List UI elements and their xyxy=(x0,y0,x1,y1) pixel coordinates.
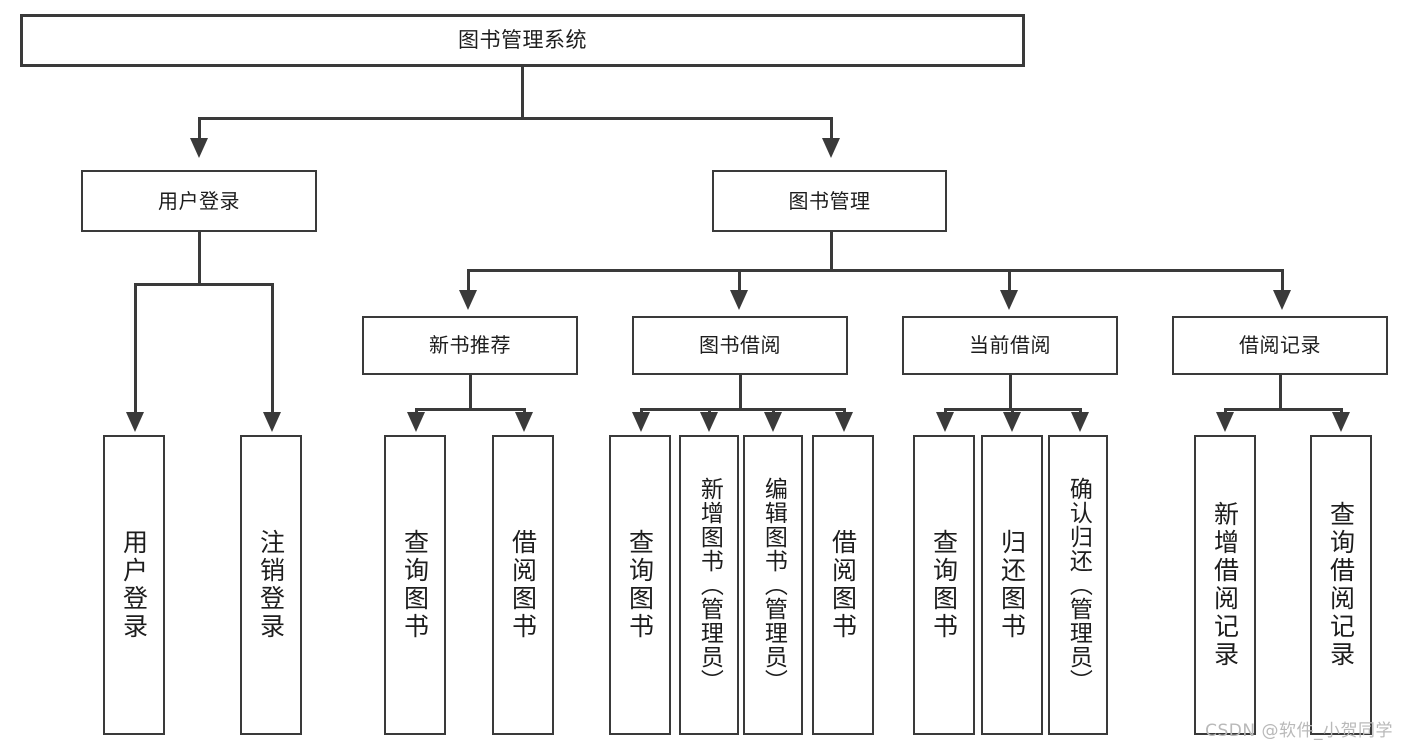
leaf-new-book-query-book[interactable]: 查询图书 xyxy=(384,435,446,735)
node-label: 查询图书 xyxy=(929,529,959,641)
leaf-current-borrow-query-book[interactable]: 查询图书 xyxy=(913,435,975,735)
node-label: 归还图书 xyxy=(997,529,1027,641)
node-label: 借阅图书 xyxy=(828,529,858,641)
arrowhead-new-book-leaf-2 xyxy=(515,412,533,432)
node-current-borrow[interactable]: 当前借阅 xyxy=(902,316,1118,375)
connector-cb-leaf-2 xyxy=(1011,408,1014,414)
connector-new-book-stem xyxy=(469,375,472,410)
connector-bm-to-book-borrow xyxy=(738,269,741,291)
connector-book-borrow-stem xyxy=(739,375,742,410)
node-label: 图书借阅 xyxy=(699,333,781,357)
node-new-book-recommend[interactable]: 新书推荐 xyxy=(362,316,578,375)
connector-bm-to-borrow-record xyxy=(1281,269,1284,291)
arrowhead-book-borrow-leaf-2 xyxy=(700,412,718,432)
node-label: 新增图书（管理员） xyxy=(696,477,723,693)
node-label: 新增借阅记录 xyxy=(1210,501,1240,669)
node-label: 当前借阅 xyxy=(969,333,1051,357)
arrowhead-to-book-management xyxy=(822,138,840,158)
leaf-user-login-logout[interactable]: 注销登录 xyxy=(240,435,302,735)
connector-br-leaf-1 xyxy=(1224,408,1227,414)
leaf-user-login-login[interactable]: 用户登录 xyxy=(103,435,165,735)
connector-user-login-bar xyxy=(134,283,273,286)
node-label: 查询图书 xyxy=(400,529,430,641)
connector-bb-leaf-4 xyxy=(843,408,846,414)
node-label: 借阅记录 xyxy=(1239,333,1321,357)
connector-root-stem xyxy=(521,67,524,118)
connector-borrow-record-bar xyxy=(1224,408,1342,411)
connector-user-login-left xyxy=(134,283,137,413)
node-label: 查询借阅记录 xyxy=(1326,501,1356,669)
arrowhead-current-borrow-leaf-3 xyxy=(1071,412,1089,432)
arrowhead-book-borrow-leaf-3 xyxy=(764,412,782,432)
connector-borrow-record-stem xyxy=(1279,375,1282,410)
arrowhead-borrow-record-leaf-2 xyxy=(1332,412,1350,432)
leaf-current-borrow-confirm-return-admin[interactable]: 确认归还（管理员） xyxy=(1048,435,1108,735)
arrowhead-to-new-book xyxy=(459,290,477,310)
leaf-book-borrow-borrow-book[interactable]: 借阅图书 xyxy=(812,435,874,735)
leaf-borrow-record-add-record[interactable]: 新增借阅记录 xyxy=(1194,435,1256,735)
connector-root-bar xyxy=(198,117,832,120)
arrowhead-current-borrow-leaf-2 xyxy=(1003,412,1021,432)
node-label: 确认归还（管理员） xyxy=(1065,477,1092,693)
node-book-borrow[interactable]: 图书借阅 xyxy=(632,316,848,375)
arrowhead-to-book-borrow xyxy=(730,290,748,310)
connector-bb-leaf-1 xyxy=(640,408,643,414)
node-user-login[interactable]: 用户登录 xyxy=(81,170,317,232)
arrowhead-current-borrow-leaf-1 xyxy=(936,412,954,432)
connector-user-login-right xyxy=(271,283,274,413)
arrowhead-new-book-leaf-1 xyxy=(407,412,425,432)
arrowhead-book-borrow-leaf-4 xyxy=(835,412,853,432)
connector-new-book-right xyxy=(523,408,526,414)
connector-br-leaf-2 xyxy=(1340,408,1343,414)
arrowhead-user-login-leaf-1 xyxy=(126,412,144,432)
arrowhead-book-borrow-leaf-1 xyxy=(632,412,650,432)
connector-cb-leaf-3 xyxy=(1079,408,1082,414)
node-label: 注销登录 xyxy=(256,529,286,641)
connector-book-management-bar xyxy=(467,269,1283,272)
node-book-management[interactable]: 图书管理 xyxy=(712,170,947,232)
node-label: 图书管理 xyxy=(788,188,871,213)
arrowhead-borrow-record-leaf-1 xyxy=(1216,412,1234,432)
arrowhead-to-borrow-record xyxy=(1273,290,1291,310)
connector-user-login-stem xyxy=(198,232,201,284)
connector-cb-leaf-1 xyxy=(944,408,947,414)
node-label: 图书管理系统 xyxy=(458,28,587,53)
leaf-borrow-record-query-record[interactable]: 查询借阅记录 xyxy=(1310,435,1372,735)
arrowhead-user-login-leaf-2 xyxy=(263,412,281,432)
leaf-book-borrow-edit-book-admin[interactable]: 编辑图书（管理员） xyxy=(743,435,803,735)
node-label: 编辑图书（管理员） xyxy=(760,477,787,693)
leaf-book-borrow-add-book-admin[interactable]: 新增图书（管理员） xyxy=(679,435,739,735)
connector-new-book-bar xyxy=(415,408,525,411)
leaf-current-borrow-return-book[interactable]: 归还图书 xyxy=(981,435,1043,735)
connector-new-book-left xyxy=(415,408,418,414)
connector-book-management-stem xyxy=(830,232,833,270)
node-label: 用户登录 xyxy=(158,188,240,213)
connector-root-to-user-login xyxy=(198,117,201,139)
connector-current-borrow-stem xyxy=(1009,375,1012,410)
node-label: 用户登录 xyxy=(119,529,149,641)
connector-bm-to-current-borrow xyxy=(1008,269,1011,291)
leaf-new-book-borrow-book[interactable]: 借阅图书 xyxy=(492,435,554,735)
arrowhead-to-current-borrow xyxy=(1000,290,1018,310)
connector-bm-to-new-book xyxy=(467,269,470,291)
watermark: CSDN @软件_小贺同学 xyxy=(1205,721,1393,741)
leaf-book-borrow-query-book[interactable]: 查询图书 xyxy=(609,435,671,735)
node-book-management-system[interactable]: 图书管理系统 xyxy=(20,14,1025,67)
connector-root-to-book-management xyxy=(830,117,833,139)
connector-book-borrow-bar xyxy=(640,408,845,411)
node-label: 查询图书 xyxy=(625,529,655,641)
arrowhead-to-user-login xyxy=(190,138,208,158)
node-label: 借阅图书 xyxy=(508,529,538,641)
node-label: 新书推荐 xyxy=(429,333,511,357)
connector-bb-leaf-3 xyxy=(772,408,775,414)
node-borrow-record[interactable]: 借阅记录 xyxy=(1172,316,1388,375)
connector-bb-leaf-2 xyxy=(708,408,711,414)
